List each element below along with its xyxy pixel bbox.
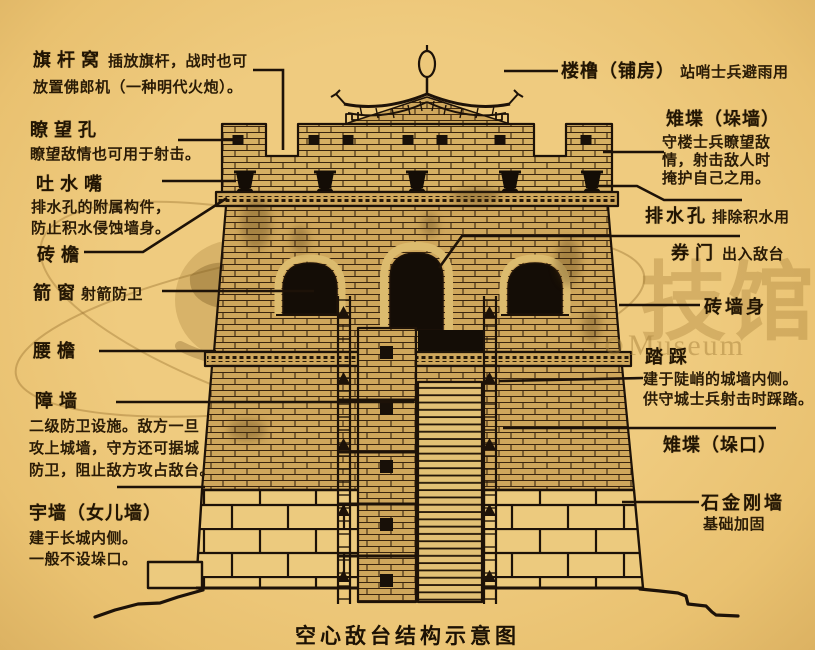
label-tushuizui-term: 吐水嘴 — [36, 174, 108, 194]
ground-line — [93, 587, 740, 619]
label-tacai-desc2: 供守城士兵射击时踩踏。 — [643, 391, 814, 408]
label-tushuizui-desc2: 防止积水侵蚀墙身。 — [31, 220, 171, 237]
watermark-cn-2: 馆 — [728, 255, 814, 351]
ladder-left — [336, 296, 352, 604]
wall-stains — [228, 187, 601, 441]
label-liaowangkong-desc: 瞭望敌情也可用于射击。 — [30, 146, 201, 163]
upper-wall — [212, 204, 622, 382]
ladder-right — [482, 296, 498, 604]
label-quanmen-term: 券门 — [671, 243, 719, 263]
watchtower-drawing — [93, 45, 740, 619]
label-zhangqiang-desc3: 防卫，阻止敌方攻占敌台。 — [29, 462, 216, 479]
leader-paishuikong — [597, 184, 742, 202]
roof-house — [330, 45, 524, 125]
label-yuqiang-desc2: 一般不设垛口。 — [29, 551, 138, 568]
label-zhidie-duokou-term: 雉堞（垛口） — [663, 435, 777, 455]
label-zhangqiang-desc2: 攻上城墙，守方还可据城 — [29, 440, 200, 457]
waist-cornice — [203, 350, 633, 368]
label-loulu-term: 楼橹（铺房） — [561, 61, 675, 81]
label-qiganwo-desc1: 插放旗杆，战时也可 — [108, 53, 248, 70]
label-paishuikong-desc: 排除积水用 — [712, 209, 790, 226]
staircase — [416, 380, 484, 604]
label-tacai-term: 踏踩 — [645, 347, 693, 367]
label-jianchuang-desc: 射箭防卫 — [81, 286, 144, 303]
label-zhidie-duoqiang-term: 雉堞（垛墙） — [666, 109, 780, 129]
watermark-cn-1: 技 — [640, 255, 726, 351]
label-shijingangqiang-desc: 基础加固 — [703, 516, 766, 533]
label-jianchuang-term: 箭窗 — [33, 283, 81, 303]
label-liaowangkong-term: 瞭望孔 — [30, 120, 102, 140]
stair-assembly — [336, 296, 498, 604]
label-qiganwo-desc2: 放置佛郎机（一种明代火炮）。 — [33, 79, 243, 96]
label-zhuanyan-term: 砖檐 — [37, 245, 85, 265]
label-qiganwo-term: 旗杆窝 — [33, 50, 105, 70]
label-zhangqiang-desc1: 二级防卫设施。敌方一旦 — [29, 418, 200, 435]
leader-lines — [84, 68, 776, 504]
lookout-holes — [232, 135, 592, 145]
label-zhidie-duoqiang-desc1: 守楼士兵瞭望敌 — [662, 134, 771, 151]
label-yuqiang-term: 宇墙（女儿墙） — [29, 503, 162, 523]
leader-zhuanyan — [84, 196, 228, 254]
watermark-text: 技 馆 Museum — [605, 255, 814, 362]
watermark-en: Museum — [628, 329, 745, 362]
leader-qiganwo — [253, 68, 285, 150]
label-tacai-desc1: 建于陡峭的城墙内侧。 — [643, 371, 799, 388]
arrow-window-left — [274, 254, 346, 316]
leader-tacai — [498, 376, 644, 383]
brick-cornice-upper — [214, 190, 620, 208]
barrier-wall-holes — [380, 346, 393, 587]
leader-quanmen — [437, 234, 740, 269]
label-paishuikong-term: 排水孔 — [645, 206, 708, 226]
label-loulu-desc: 站哨士兵避雨用 — [680, 64, 789, 81]
label-quanmen-desc: 出入敌台 — [722, 246, 785, 263]
label-shijingangqiang-term: 石金刚墙 — [701, 493, 785, 513]
label-zhuanqiangshen-term: 砖墙身 — [704, 297, 767, 317]
diagram-title: 空心敌台结构示意图 — [295, 625, 520, 648]
label-tushuizui-desc1: 排水孔的附属构件， — [31, 199, 171, 216]
label-zhidie-duoqiang-desc3: 掩护自己之用。 — [662, 170, 771, 187]
label-zhidie-duoqiang-desc2: 情，射击敌人时 — [662, 152, 771, 169]
label-yuqiang-desc1: 建于长城内侧。 — [29, 530, 138, 547]
label-zhangqiang-term: 障墙 — [35, 391, 83, 411]
label-yaoyan-term: 腰檐 — [33, 341, 81, 361]
